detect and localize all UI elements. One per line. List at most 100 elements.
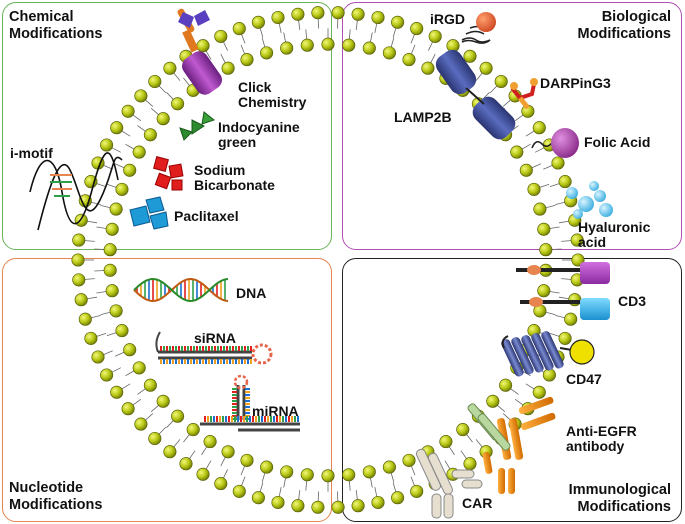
- lipid-tail: [137, 387, 147, 395]
- sirna-base: [196, 346, 198, 351]
- lipid-head: [362, 465, 376, 479]
- lipid-head: [121, 402, 135, 416]
- lipid-tail: [374, 22, 378, 34]
- lipid-head: [72, 273, 86, 287]
- irgd-label: iRGD: [430, 11, 465, 27]
- sirna-base: [214, 359, 216, 364]
- lipid-tail: [150, 404, 160, 413]
- lipid-tail: [100, 205, 112, 209]
- lipid-tail: [514, 398, 525, 407]
- lipid-tail: [144, 413, 154, 422]
- lipid-head: [123, 343, 137, 357]
- mirna-base: [234, 416, 236, 422]
- nucleotide-modifications-panel: [2, 258, 332, 522]
- lipid-tail: [337, 491, 339, 503]
- lipid-tail: [166, 92, 175, 101]
- lipid-tail: [489, 84, 498, 94]
- mirna-base: [249, 416, 251, 422]
- paclitaxel-icon: [129, 196, 169, 230]
- title-line: Chemical: [9, 9, 74, 25]
- label-line: Anti-EGFR: [566, 423, 637, 439]
- lipid-tail: [94, 248, 106, 250]
- sirna-base: [175, 359, 177, 364]
- mirna-base: [294, 416, 296, 422]
- sirna-base: [238, 346, 240, 351]
- mirna-base: [225, 416, 227, 422]
- lipid-head: [148, 74, 162, 89]
- lipid-head: [171, 97, 185, 111]
- lipid-tail: [261, 471, 266, 483]
- sirna-base: [193, 346, 195, 351]
- lipid-tail: [317, 17, 319, 29]
- lipid-tail: [172, 439, 181, 449]
- chemical-modifications-title: Chemical Modifications: [9, 9, 102, 43]
- sirna-base: [226, 359, 228, 364]
- lipid-head: [402, 53, 416, 67]
- mirna-base: [232, 406, 237, 408]
- sirna-base: [190, 359, 192, 364]
- lipid-head: [421, 61, 435, 75]
- mirna-base: [282, 416, 284, 422]
- lipid-tail: [544, 205, 556, 209]
- lipid-tail: [550, 248, 562, 250]
- lipid-tail: [496, 404, 506, 413]
- lipid-tail: [355, 489, 358, 501]
- lipid-tail: [220, 53, 227, 64]
- sirna-base: [238, 359, 240, 364]
- mirna-base: [288, 416, 290, 422]
- lipid-head: [342, 38, 356, 52]
- lipid-head: [570, 233, 584, 247]
- lipid-head: [121, 104, 135, 118]
- lipid-tail: [259, 482, 264, 494]
- mirna-base: [204, 416, 206, 422]
- sirna-base: [250, 346, 252, 351]
- lipid-head: [100, 138, 114, 152]
- sirna-base: [235, 359, 237, 364]
- lipid-tail: [544, 311, 556, 315]
- lipid-head: [84, 331, 98, 345]
- lipid-tail: [549, 333, 561, 338]
- lipid-head: [110, 121, 124, 135]
- mirna-base: [232, 397, 237, 399]
- lipid-tail: [259, 26, 264, 38]
- lipid-head: [551, 156, 565, 170]
- mirna-base: [255, 416, 257, 422]
- lipid-tail: [410, 44, 416, 56]
- lipid-head: [115, 182, 129, 196]
- sirna-base: [172, 359, 174, 364]
- click-chemistry-label: Click Chemistry: [238, 80, 306, 110]
- sirna-base: [160, 346, 162, 351]
- sirna-base: [250, 359, 252, 364]
- cd47-icon: [501, 331, 595, 377]
- lipid-tail: [158, 84, 167, 94]
- mirna-base: [245, 391, 250, 393]
- lipid-head: [342, 468, 356, 482]
- lipid-head: [143, 128, 157, 142]
- lipid-head: [571, 253, 585, 267]
- chemical-modifications-panel: [2, 2, 332, 250]
- lipid-tail: [131, 398, 142, 407]
- lipid-head: [251, 491, 265, 505]
- lipid-head: [382, 46, 396, 60]
- sirna-base: [181, 346, 183, 351]
- lipid-head: [196, 467, 210, 481]
- mirna-base: [291, 416, 293, 422]
- mirna-base: [231, 416, 233, 422]
- sirna-base: [229, 346, 231, 351]
- mirna-base: [210, 416, 212, 422]
- sirna-base: [199, 346, 201, 351]
- mirna-base: [245, 409, 250, 411]
- lipid-tail: [298, 19, 301, 31]
- title-line: Modifications: [9, 497, 103, 513]
- lipid-tail: [100, 311, 112, 315]
- mirna-base: [219, 416, 221, 422]
- sirna-base: [184, 346, 186, 351]
- title-line: Biological: [601, 9, 671, 25]
- lipid-head: [115, 324, 129, 338]
- sirna-base: [211, 359, 213, 364]
- lipid-head: [537, 284, 551, 298]
- lipid-head: [103, 243, 117, 257]
- lipid-head: [91, 350, 105, 364]
- label-line: antibody: [566, 438, 625, 454]
